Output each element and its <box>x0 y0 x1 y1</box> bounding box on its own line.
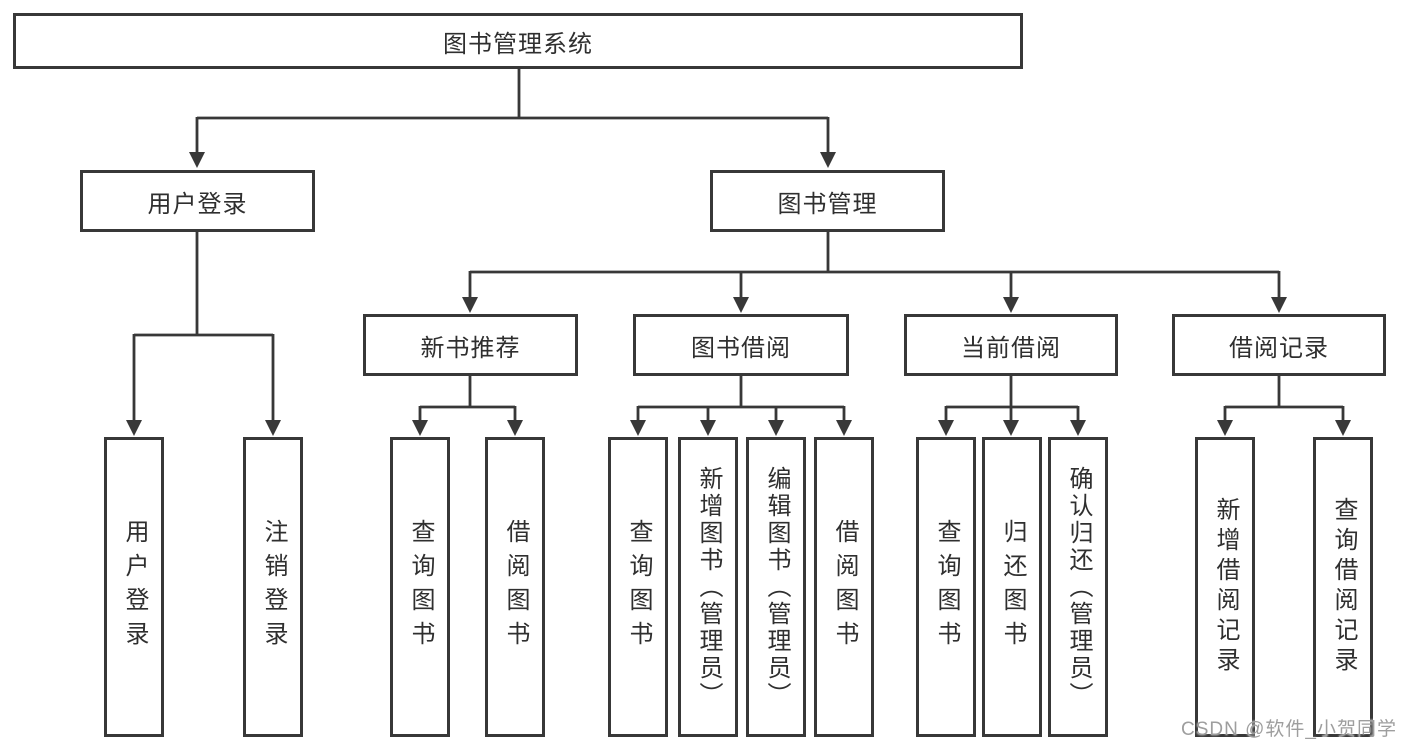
leaf-edit-book-admin: 编辑图书（管理员） <box>746 437 806 737</box>
node-label: 新书推荐 <box>420 334 521 362</box>
arrow-down-icon <box>1070 420 1086 436</box>
leaf-logout: 注销登录 <box>243 437 303 737</box>
arrow-down-icon <box>1003 420 1019 436</box>
leaf-add-borrow-record: 新增借阅记录 <box>1195 437 1255 737</box>
arrow-down-icon <box>836 420 852 436</box>
arrow-down-icon <box>630 420 646 436</box>
arrow-down-icon <box>700 420 716 436</box>
node-label: 借阅记录 <box>1229 334 1329 362</box>
node-current-borrowing: 当前借阅 <box>904 314 1118 376</box>
node-label: 用户登录 <box>121 519 148 655</box>
leaf-borrow-books: 借阅图书 <box>485 437 545 737</box>
leaf-add-book-admin: 新增图书（管理员） <box>678 437 738 737</box>
node-label: 新增借阅记录 <box>1212 497 1239 677</box>
leaf-query-borrow-record: 查询借阅记录 <box>1313 437 1373 737</box>
node-label: 归还图书 <box>999 519 1026 655</box>
leaf-query-books: 查询图书 <box>916 437 976 737</box>
node-new-book-recommendation: 新书推荐 <box>363 314 578 376</box>
node-label: 查询图书 <box>625 519 652 655</box>
leaf-query-books: 查询图书 <box>608 437 668 737</box>
node-label: 用户登录 <box>147 190 248 218</box>
arrow-down-icon <box>507 420 523 436</box>
node-label: 确认归还（管理员） <box>1065 465 1092 709</box>
arrow-down-icon <box>265 420 281 436</box>
node-label: 新增图书（管理员） <box>695 465 722 709</box>
arrow-down-icon <box>820 152 836 168</box>
leaf-user-login: 用户登录 <box>104 437 164 737</box>
node-label: 注销登录 <box>260 519 287 655</box>
node-library-system: 图书管理系统 <box>13 13 1023 69</box>
arrow-down-icon <box>1271 297 1287 313</box>
arrow-down-icon <box>126 420 142 436</box>
node-label: 查询借阅记录 <box>1330 497 1357 677</box>
arrow-down-icon <box>1217 420 1233 436</box>
arrow-down-icon <box>462 297 478 313</box>
leaf-query-books: 查询图书 <box>390 437 450 737</box>
arrow-down-icon <box>1335 420 1351 436</box>
node-label: 查询图书 <box>407 519 434 655</box>
arrow-down-icon <box>733 297 749 313</box>
leaf-return-book: 归还图书 <box>982 437 1042 737</box>
leaf-confirm-return-admin: 确认归还（管理员） <box>1048 437 1108 737</box>
node-book-borrowing: 图书借阅 <box>633 314 849 376</box>
leaf-borrow-books: 借阅图书 <box>814 437 874 737</box>
node-label: 图书管理系统 <box>443 30 593 58</box>
node-label: 当前借阅 <box>961 334 1061 362</box>
node-user-login: 用户登录 <box>80 170 315 232</box>
node-book-management: 图书管理 <box>710 170 945 232</box>
arrow-down-icon <box>768 420 784 436</box>
arrow-down-icon <box>938 420 954 436</box>
node-label: 查询图书 <box>933 519 960 655</box>
arrow-down-icon <box>412 420 428 436</box>
node-label: 编辑图书（管理员） <box>763 465 790 709</box>
node-label: 图书管理 <box>777 190 878 218</box>
node-label: 图书借阅 <box>691 334 791 362</box>
node-label: 借阅图书 <box>502 519 529 655</box>
csdn-watermark: CSDN @软件_小贺同学 <box>1181 719 1397 740</box>
arrow-down-icon <box>1003 297 1019 313</box>
arrow-down-icon <box>189 152 205 168</box>
node-label: 借阅图书 <box>831 519 858 655</box>
node-borrowing-records: 借阅记录 <box>1172 314 1386 376</box>
